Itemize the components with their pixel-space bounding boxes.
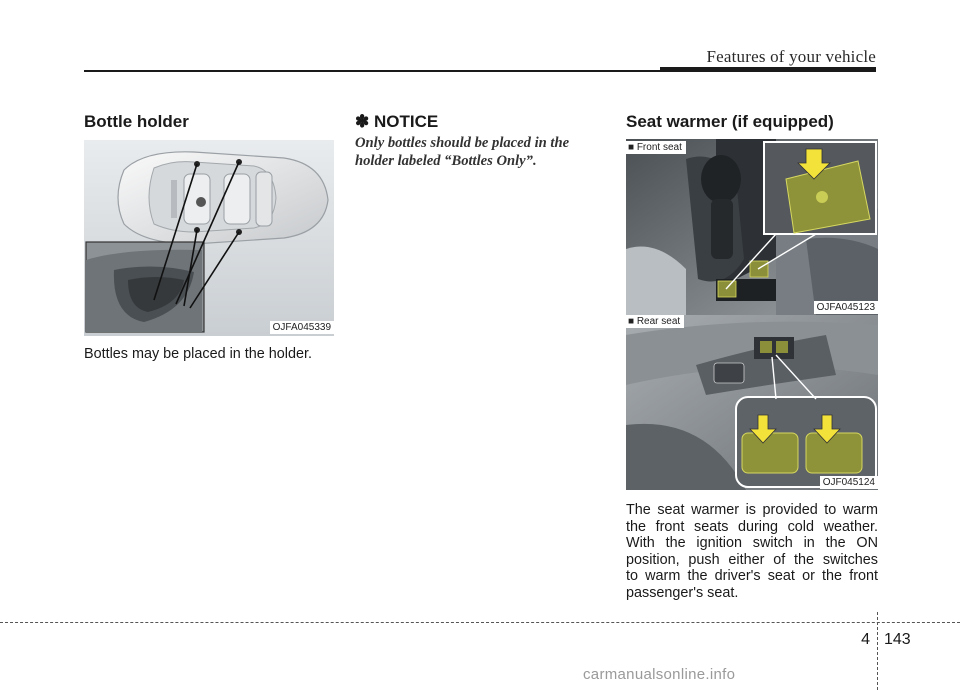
front-seat-caption-text: Front seat — [636, 142, 682, 153]
seat-warmer-line: passenger's seat. — [626, 584, 739, 601]
notice-label: NOTICE — [373, 112, 439, 131]
seat-warmer-heading: Seat warmer (if equipped) — [626, 112, 834, 131]
chapter-number: 4 — [861, 631, 870, 648]
bottle-holder-figure-code: OJFA045339 — [269, 321, 334, 334]
notice-symbol-icon: ✽ — [355, 112, 370, 131]
bottle-holder-text: Bottles may be placed in the holder. — [84, 346, 312, 362]
seat-warmer-line: The seat warmer is provided to warm — [626, 502, 878, 518]
watermark[interactable]: carmanualsonline.info — [583, 666, 736, 683]
front-seat-figure-code: OJFA045123 — [813, 301, 878, 314]
bottle-holder-figure: OJFA045339 — [84, 140, 334, 336]
seat-warmer-line: to warm the driver's seat or the front — [626, 568, 878, 585]
car-interior-illustration — [84, 140, 334, 336]
page-number: 143 — [884, 631, 911, 648]
header-rule — [84, 70, 876, 72]
rear-seat-caption-text: Rear seat — [636, 316, 681, 327]
rear-door-switch-illustration — [626, 315, 878, 490]
rear-seat-caption: ■ Rear seat — [626, 315, 685, 328]
seat-warmer-line: With the ignition switch in the ON — [626, 535, 878, 552]
front-seat-caption: ■ Front seat — [626, 141, 686, 154]
rear-seat-figure: ■ Rear seat OJF045124 — [626, 315, 878, 490]
footer-rule — [0, 622, 960, 623]
rear-seat-figure-code: OJF045124 — [819, 476, 878, 489]
footer-divider — [877, 612, 878, 690]
front-seat-console-illustration — [626, 139, 878, 316]
notice-title: ✽ NOTICE — [355, 112, 438, 132]
seat-warmer-text: The seat warmer is provided to warm the … — [626, 502, 878, 602]
seat-warmer-line: position, push either of the switches — [626, 551, 878, 568]
header-title: Features of your vehicle — [706, 47, 876, 66]
notice-text: Only bottles should be placed in the hol… — [355, 135, 570, 169]
front-seat-figure: ■ Front seat OJFA045123 — [626, 139, 878, 316]
bottle-holder-heading: Bottle holder — [84, 112, 189, 131]
seat-warmer-line: the front seats during cold weather. — [626, 518, 878, 535]
header-rule-accent — [660, 67, 876, 72]
